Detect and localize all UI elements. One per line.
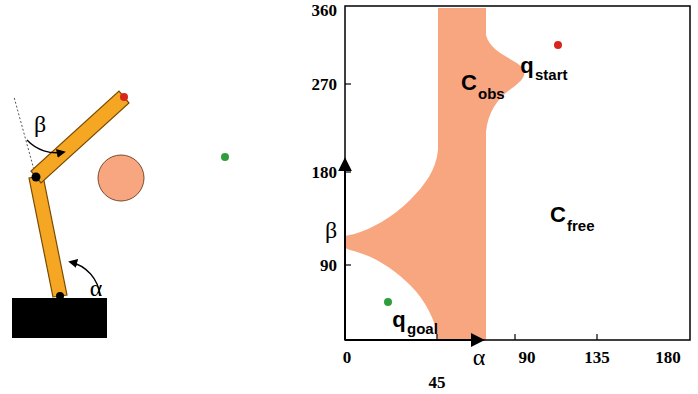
obstacle-region: [345, 8, 524, 340]
alpha-axis-arrow: [345, 339, 482, 341]
region-label: C: [461, 72, 477, 94]
region-subscript: free: [567, 218, 595, 233]
obstacle-circle: [98, 155, 144, 201]
axis-label: α: [473, 345, 486, 369]
goal-dot: [221, 153, 229, 161]
tick-label: 270: [312, 76, 338, 93]
tick-label: 90: [519, 349, 536, 366]
tick-marks: [345, 84, 597, 340]
config-subscript: start: [535, 67, 568, 82]
config-subscript: goal: [407, 321, 438, 336]
base-joint: [56, 292, 64, 300]
beta-axis-arrow: [344, 160, 346, 340]
end-effector-dot: [120, 93, 128, 101]
beta-arc: [27, 140, 64, 153]
robot-base: [12, 298, 107, 338]
plot-frame: [345, 6, 690, 340]
angle-label: β: [34, 112, 46, 136]
tick-label: 180: [655, 349, 681, 366]
tick-label: 360: [312, 2, 338, 19]
config-label: q: [520, 55, 533, 77]
tick-label: 0: [343, 349, 352, 366]
tick-label: 135: [584, 349, 610, 366]
tick-label: 180: [312, 164, 338, 181]
region-subscript: obs: [478, 86, 505, 101]
angle-label: α: [90, 276, 103, 300]
axis-label: β: [325, 218, 337, 242]
tick-label: 90: [320, 257, 337, 274]
tick-label: 45: [429, 374, 446, 391]
start-dot: [554, 41, 562, 49]
reference-line: [14, 97, 36, 177]
config-label: q: [392, 309, 405, 331]
link-one: [29, 176, 67, 297]
goal-config-dot: [384, 298, 392, 306]
elbow-joint: [32, 173, 41, 182]
region-label: C: [550, 204, 566, 226]
